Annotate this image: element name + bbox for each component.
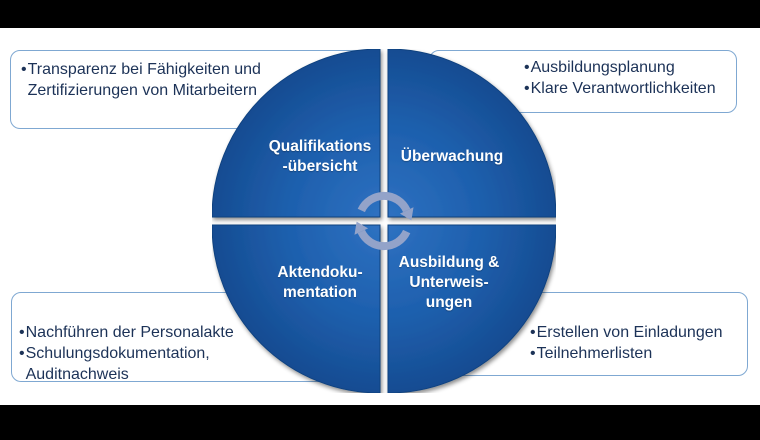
callout-text-line: Auditnachweis <box>25 366 129 383</box>
callout-text-line: Teilnehmerlisten <box>536 345 653 362</box>
bullet-marker: • <box>530 324 536 341</box>
list-item: • Nachführen der Personalakte <box>19 322 234 343</box>
quadrant-ausbildung-unterweisungen <box>387 224 557 394</box>
quadrant-aktendokumentation <box>211 224 381 394</box>
quadrant-label-line: Unterweis- <box>409 274 489 291</box>
bullet-marker: • <box>524 80 530 97</box>
callout-text-line: Nachführen der Personalakte <box>25 324 234 341</box>
bullet-marker: • <box>530 345 536 362</box>
quadrant-ueberwachung <box>387 48 557 218</box>
callout-text-line: Schulungsdokumentation, <box>25 345 210 362</box>
bullet-marker: • <box>19 324 25 341</box>
quadrant-label-line: Überwachung <box>400 148 504 165</box>
cycle-diagram <box>211 48 557 398</box>
list-item: • Teilnehmerlisten <box>530 343 723 364</box>
cycle-wheel-svg <box>211 48 557 394</box>
bullet-marker: • <box>524 59 530 76</box>
list-item: • Ausbildungsplanung <box>524 57 716 78</box>
quadrant-label-aktendokumentation: Aktendoku- mentation <box>240 263 400 303</box>
quadrant-label-ueberwachung: Überwachung <box>372 147 532 167</box>
callout-text-line: Zertifizierungen von Mitarbeitern <box>27 82 258 99</box>
cycle-arrows-icon <box>354 191 414 251</box>
list-item: • Transparenz bei Fähigkeiten und Zertif… <box>21 59 261 101</box>
callout-text-line: Transparenz bei Fähigkeiten und <box>27 61 261 78</box>
callout-text-line: Ausbildungsplanung <box>530 59 675 76</box>
quadrant-label-line: Qualifikations <box>268 138 372 155</box>
quadrant-label-line: -übersicht <box>282 158 358 175</box>
quadrant-label-line: mentation <box>282 284 358 301</box>
bullet-marker: • <box>21 61 27 78</box>
bullet-marker: • <box>19 345 25 362</box>
quadrant-label-qualifikationsuebersicht: Qualifikations -übersicht <box>240 137 400 177</box>
list-item: • Klare Verantwortlichkeiten <box>524 78 716 99</box>
letterbox-bottom-bar <box>0 405 760 440</box>
quadrant-label-ausbildung-unterweisungen: Ausbildung & Unterweis- ungen <box>369 253 529 313</box>
callout-text-line: Klare Verantwortlichkeiten <box>530 80 716 97</box>
quadrant-qualifikationsuebersicht <box>211 48 381 218</box>
quadrant-label-line: Aktendoku- <box>277 264 363 281</box>
quadrant-label-line: ungen <box>425 294 473 311</box>
callout-text-line: Erstellen von Einladungen <box>536 324 723 341</box>
list-item: • Erstellen von Einladungen <box>530 322 723 343</box>
list-item: • Schulungsdokumentation, Auditnachweis <box>19 343 234 385</box>
letterbox-top-bar <box>0 0 760 28</box>
quadrant-label-line: Ausbildung & <box>398 254 500 271</box>
